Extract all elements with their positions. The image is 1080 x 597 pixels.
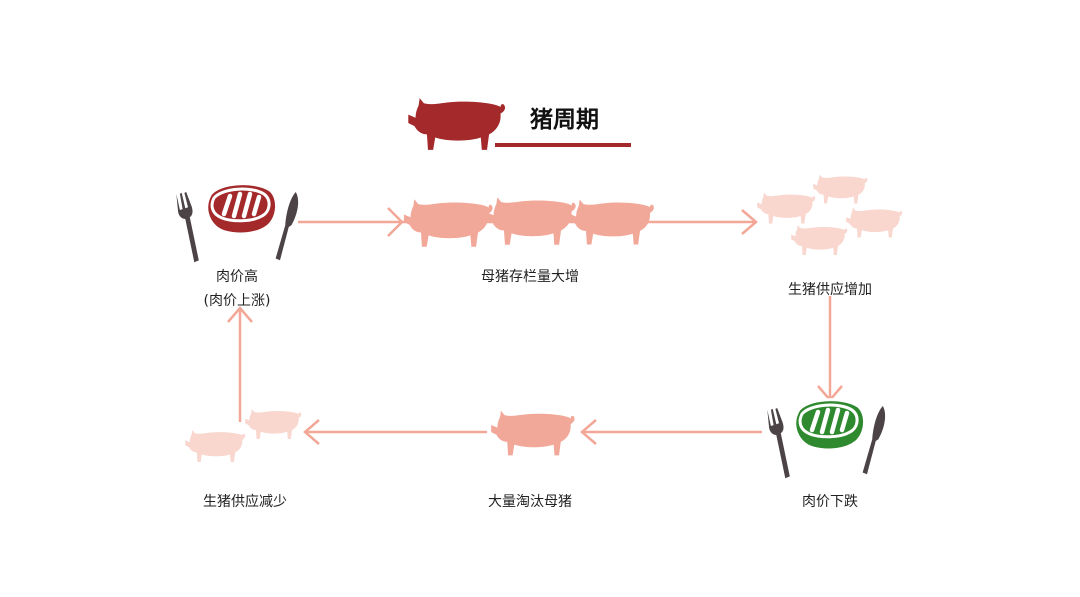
knife-icon [862,406,886,475]
knife-icon [275,192,299,261]
label-high-price: 肉价高 [216,269,258,285]
label-cull-sows: 大量淘汰母猪 [488,494,572,510]
sow-pigs-icon [403,197,654,247]
title-pig-icon [408,98,506,150]
steak-low-icon [795,400,865,450]
page-title: 猪周期 [530,107,599,133]
fork-icon [767,408,790,479]
fork-icon [176,192,199,263]
title-underline [495,143,631,147]
many-pigs-icon [757,174,903,255]
steak-high-icon [207,184,277,234]
label-price-drop: 肉价下跌 [802,494,858,510]
label-high-price-sub: (肉价上涨) [203,293,271,309]
label-supply-increase: 生猪供应增加 [788,282,872,298]
few-pigs-icon [185,409,302,462]
label-sow-increase: 母猪存栏量大增 [481,269,579,285]
arrows [227,207,843,445]
sow-pig-icon [491,410,575,456]
label-supply-decrease: 生猪供应减少 [203,494,287,510]
